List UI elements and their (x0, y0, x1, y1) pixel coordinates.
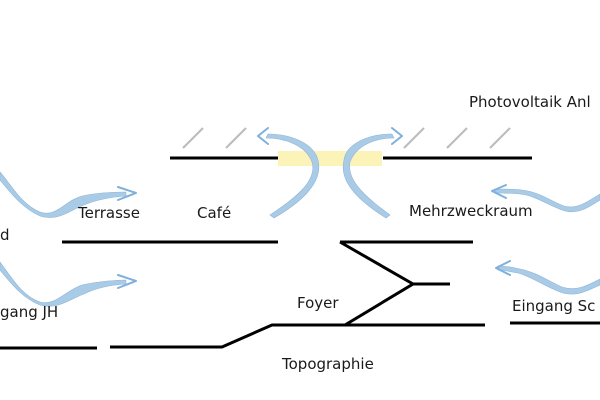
label-photovoltaik: Photovoltaik Anl (469, 93, 591, 111)
label-cafe: Café (197, 204, 231, 222)
airflow-arrow-left-upper (0, 171, 137, 218)
photovoltaic-panels-left (182, 127, 247, 149)
label-eingang-so: Eingang Sc (512, 297, 595, 315)
label-foyer: Foyer (297, 294, 339, 312)
label-left-bottom: gang JH (0, 303, 58, 321)
stair-structure (339, 240, 416, 327)
airflow-arrow-right-upper (491, 184, 600, 213)
airflow-arrow-left-lower (0, 261, 137, 307)
airflow-arrow-right-lower (495, 260, 600, 295)
airflow-arrow-center-left (257, 127, 320, 219)
label-terrasse: Terrasse (77, 204, 140, 222)
skylight-glazing (278, 151, 382, 166)
label-left-top: d (0, 226, 10, 244)
airflow-arrow-center-right (342, 127, 403, 219)
label-topographie: Topographie (281, 355, 374, 373)
label-mehrzweckraum: Mehrzweckraum (409, 202, 533, 220)
photovoltaic-panels-right (403, 127, 511, 149)
topography-line (110, 323, 485, 349)
